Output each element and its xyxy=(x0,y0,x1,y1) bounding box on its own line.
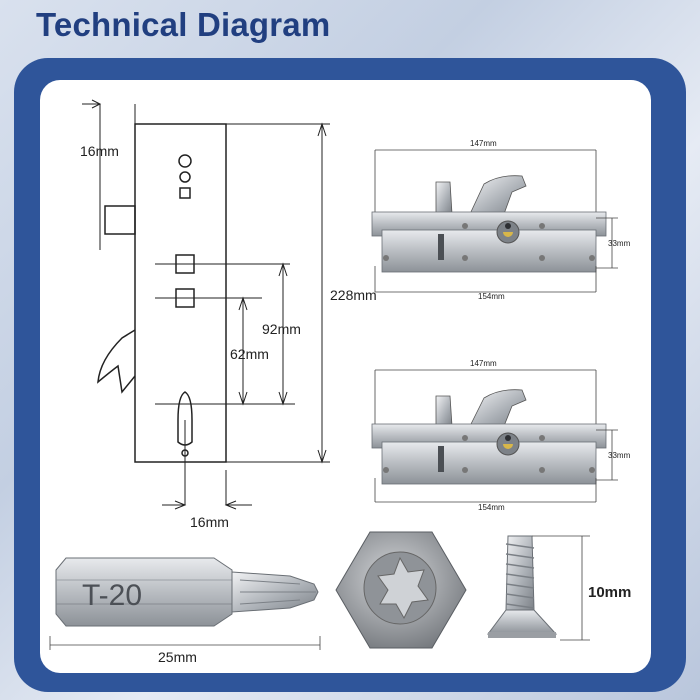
gearbox-top-length-top: 147mm xyxy=(470,139,497,148)
countersunk-screw xyxy=(487,535,590,641)
hole-middle xyxy=(179,171,191,183)
torx-bit xyxy=(55,557,319,627)
dim-62: 62mm xyxy=(230,346,269,362)
faceplate-drawing xyxy=(82,99,330,510)
dim-total-height: 228mm xyxy=(330,287,377,303)
dim-92: 92mm xyxy=(262,321,301,337)
hook-deadbolt xyxy=(97,329,136,394)
cylinder-cutout xyxy=(177,391,193,446)
hole-top xyxy=(178,154,192,168)
latch-tongue xyxy=(104,205,136,235)
hex-screw-head xyxy=(335,531,467,649)
dim-bottom-width: 16mm xyxy=(190,514,229,530)
dim-top-width: 16mm xyxy=(80,143,119,159)
gearbox-bottom xyxy=(371,369,618,503)
screw-length: 10mm xyxy=(588,584,631,601)
gearbox-bottom-length-bottom: 154mm xyxy=(478,503,505,512)
gearbox-bottom-length-top: 147mm xyxy=(470,359,497,368)
gearbox-top xyxy=(371,149,618,293)
gearbox-top-length-bottom: 154mm xyxy=(478,292,505,301)
bit-length: 25mm xyxy=(158,649,197,665)
bit-marking: T-20 xyxy=(82,579,142,612)
gearbox-bottom-height: 33mm xyxy=(608,451,631,460)
page-title: Technical Diagram xyxy=(36,6,331,43)
faceplate-outline xyxy=(134,123,227,463)
gearbox-top-height: 33mm xyxy=(608,239,631,248)
bit-length-dim xyxy=(49,636,321,650)
hole-square xyxy=(179,187,191,199)
